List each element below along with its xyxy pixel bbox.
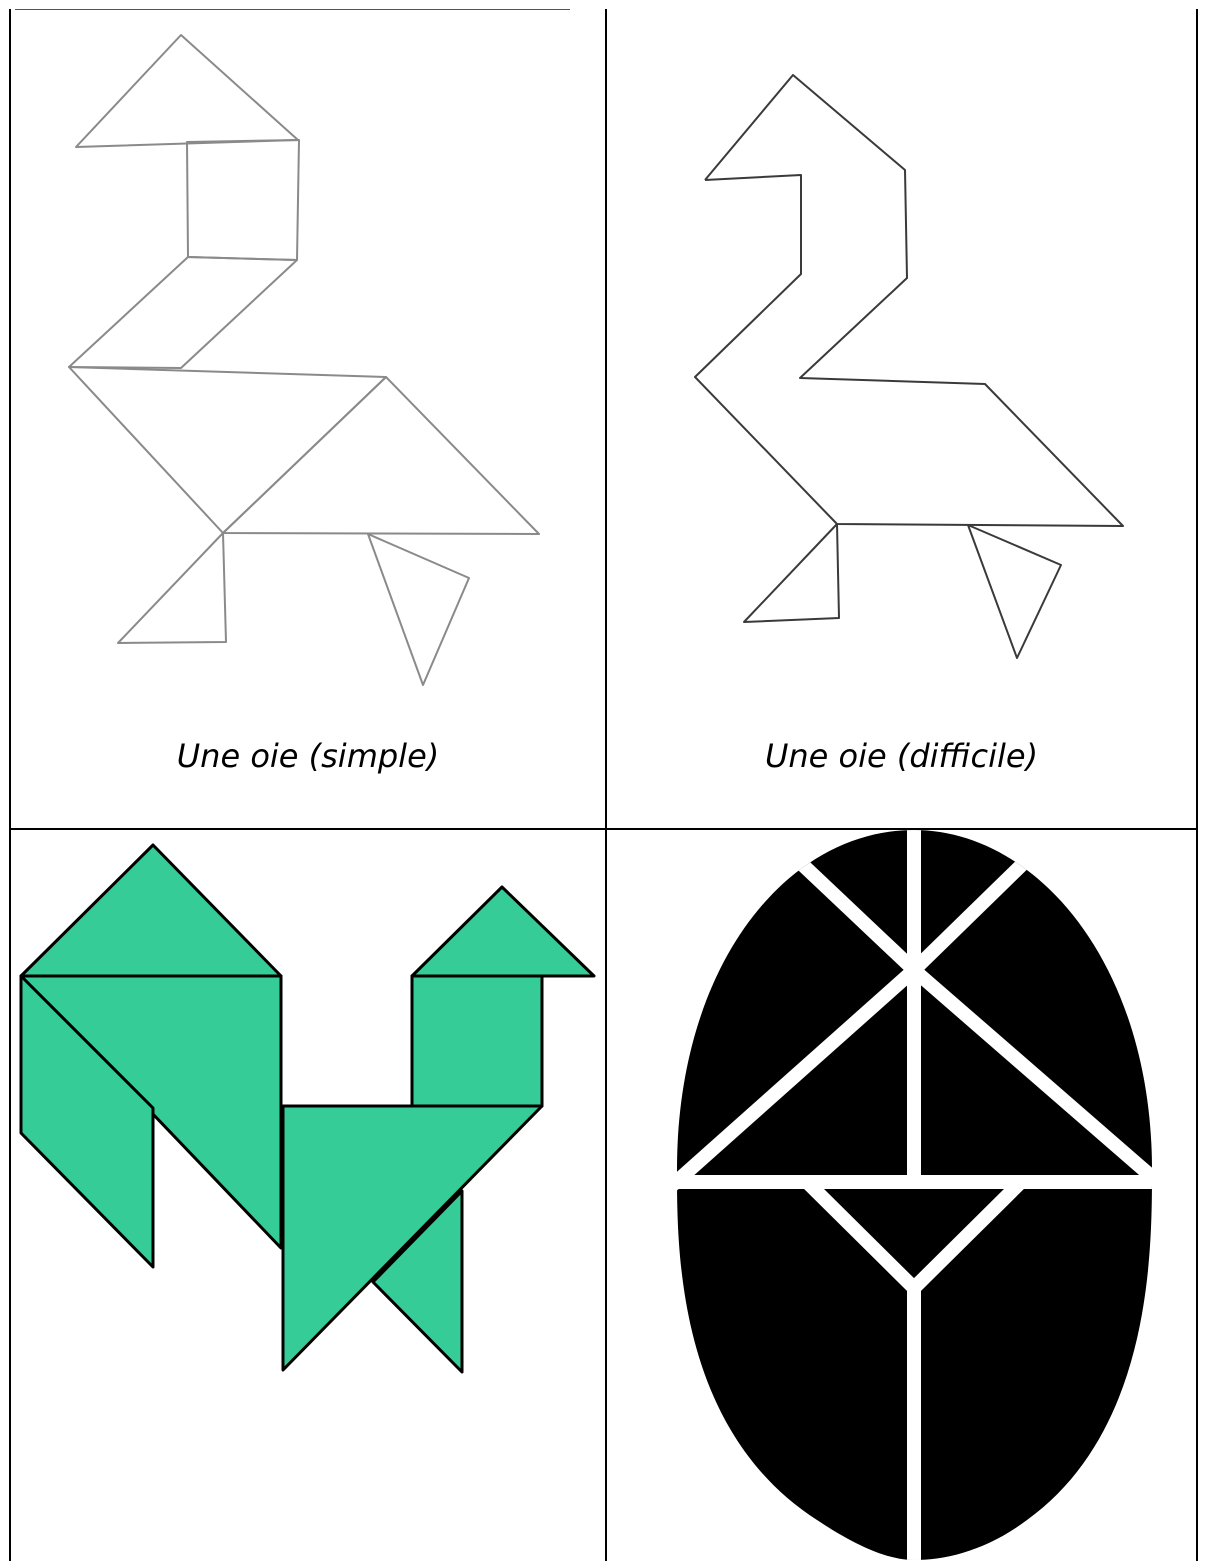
green-tail-triangle — [283, 1106, 542, 1370]
goose-simple-body-triangle — [223, 377, 539, 534]
goose-simple-foot-left — [118, 533, 226, 643]
cell-tangram-egg — [607, 830, 1196, 1561]
goose-hard-foot-left — [744, 524, 839, 622]
cell-green-tangram-bird — [11, 830, 605, 1561]
goose-simple-head-triangle — [76, 35, 298, 147]
egg-shape — [607, 830, 1196, 1561]
goose-hard-foot-right — [968, 525, 1061, 658]
cell-goose-simple: Une oie (simple) — [11, 10, 605, 828]
goose-simple-figure — [11, 10, 605, 828]
goose-simple-neck-square — [187, 140, 299, 260]
goose-simple-neck-parallelogram — [69, 257, 297, 368]
goose-simple-body-large-triangle — [69, 367, 386, 533]
green-head-triangle — [21, 845, 281, 976]
table-right-border — [1196, 9, 1198, 1561]
green-neck-square — [412, 976, 542, 1106]
goose-hard-figure — [607, 10, 1196, 828]
goose-simple-caption: Une oie (simple) — [11, 737, 605, 775]
goose-simple-foot-right — [368, 534, 469, 685]
tangram-egg-figure — [607, 830, 1196, 1561]
green-small-head-triangle — [412, 887, 594, 976]
cell-goose-hard: Une oie (difficile) — [607, 10, 1196, 828]
goose-hard-outline — [695, 75, 1123, 526]
goose-hard-caption: Une oie (difficile) — [607, 737, 1196, 775]
green-tangram-figure — [11, 830, 605, 1561]
